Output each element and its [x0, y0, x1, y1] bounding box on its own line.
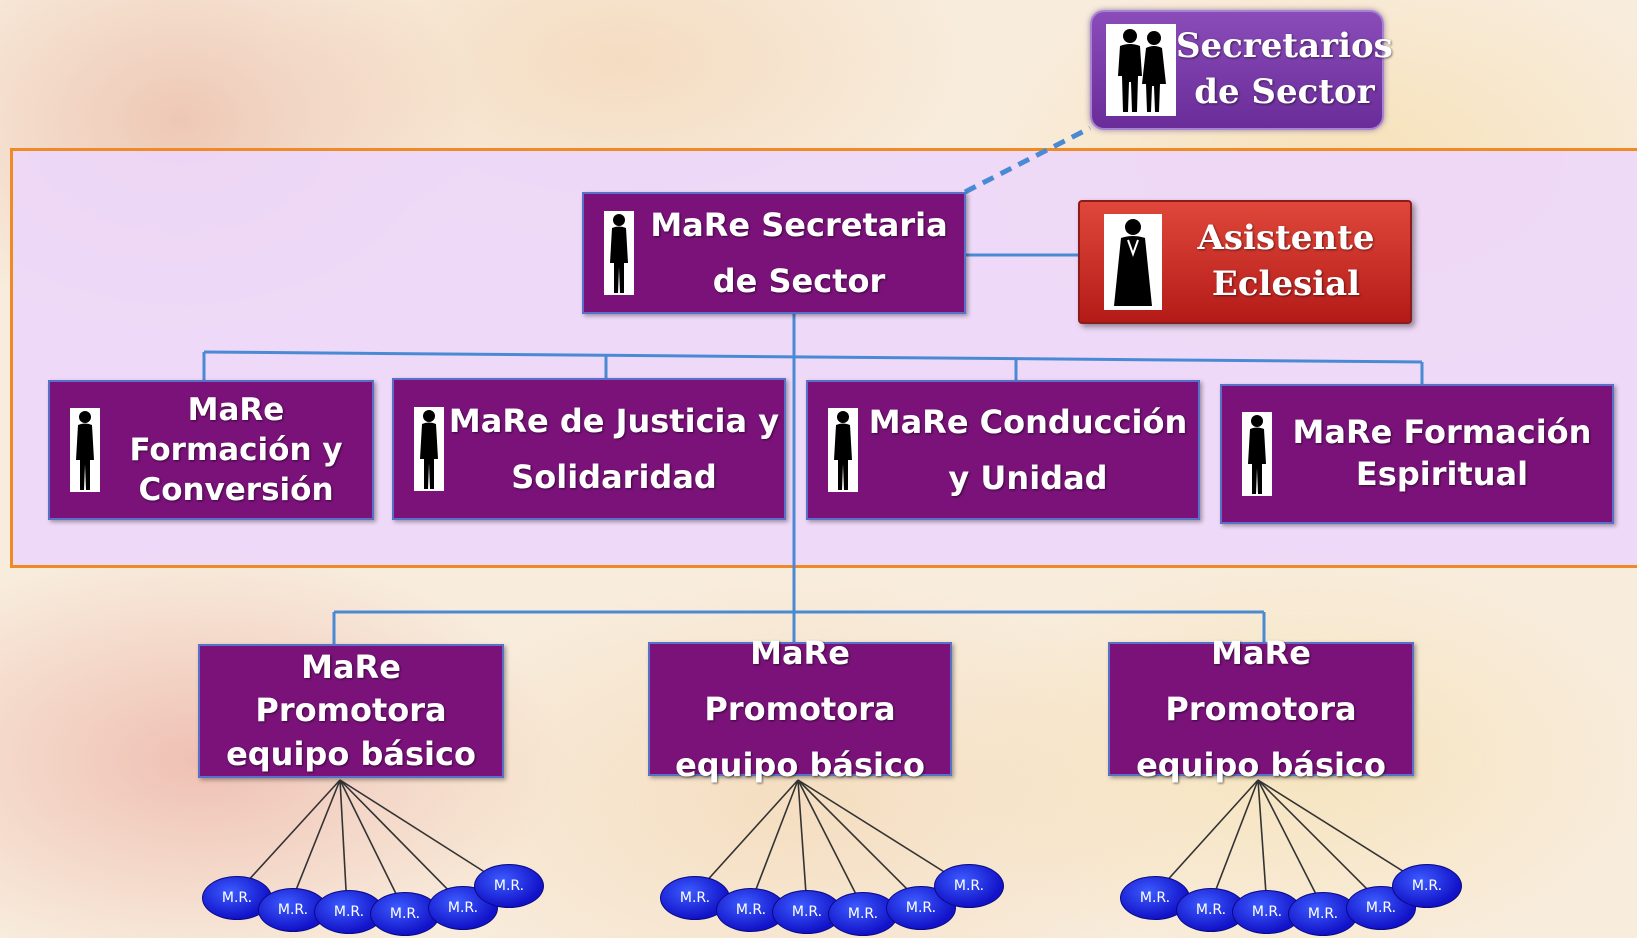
- role-2-line-1: MaRe de Justicia y: [448, 402, 780, 440]
- role-3-line-2: y Unidad: [948, 459, 1108, 497]
- member-lines-group-2: [693, 779, 966, 911]
- secretarios-line-1: Secretarios: [1176, 26, 1393, 67]
- dashed-link-secretarios: [963, 125, 1092, 195]
- couple-silhouette-icon: [1106, 24, 1176, 116]
- role-4-line-2: Espiritual: [1355, 455, 1529, 493]
- secretaria-de-sector-box: MaRe Secretaria de Sector: [582, 192, 966, 314]
- member-oval: M.R.: [934, 864, 1004, 908]
- asistente-eclesial-box: Asistente Eclesial: [1078, 200, 1412, 324]
- role-1-line-2: Formación y: [129, 431, 343, 468]
- asistente-line-1: Asistente: [1197, 218, 1375, 259]
- role-box-formacion-espiritual: MaRe Formación Espiritual: [1220, 384, 1614, 524]
- role-1-line-1: MaRe: [187, 391, 285, 428]
- role-box-justicia-solidaridad: MaRe de Justicia y Solidaridad: [392, 378, 786, 520]
- promotora-3-line-1: MaRe Promotora: [1165, 634, 1357, 728]
- role-4-line-1: MaRe Formación: [1292, 413, 1592, 452]
- woman-silhouette-icon: [70, 408, 100, 492]
- asistente-line-2: Eclesial: [1211, 264, 1361, 304]
- role-1-line-3: Conversión: [138, 472, 334, 509]
- priest-silhouette-icon: [1104, 214, 1162, 310]
- role-bus: [203, 350, 1423, 364]
- secretaria-line-1: MaRe Secretaria: [650, 206, 948, 244]
- member-oval: M.R.: [828, 892, 898, 936]
- woman-silhouette-icon: [1242, 412, 1272, 496]
- role-3-line-1: MaRe Conducción: [868, 403, 1188, 441]
- woman-silhouette-icon: [604, 211, 634, 295]
- promotora-2-line-1: MaRe Promotora: [704, 634, 896, 728]
- promotora-3-line-2: equipo básico: [1136, 746, 1386, 784]
- role-box-conduccion-unidad: MaRe Conducción y Unidad: [806, 380, 1200, 520]
- promotora-1-line-1: MaRe Promotora: [255, 648, 447, 730]
- promotora-box-2: MaRe Promotora equipo básico: [648, 634, 952, 784]
- member-oval: M.R.: [474, 864, 544, 908]
- promotora-box-3: MaRe Promotora equipo básico: [1108, 634, 1414, 784]
- promotora-2-line-2: equipo básico: [675, 746, 925, 784]
- member-oval: M.R.: [1288, 892, 1358, 936]
- promotora-1-line-2: equipo básico: [226, 734, 476, 773]
- role-box-formacion-conversion: MaRe Formación y Conversión: [48, 380, 374, 520]
- secretarios-line-2: de Sector: [1194, 72, 1375, 112]
- woman-silhouette-icon: [414, 407, 444, 491]
- secretaria-line-2: de Sector: [712, 262, 886, 300]
- woman-silhouette-icon: [828, 408, 858, 492]
- member-oval: M.R.: [1392, 864, 1462, 908]
- member-lines-group-1: [234, 779, 506, 911]
- role-2-line-2: Solidaridad: [511, 458, 717, 496]
- member-lines-group-3: [1153, 779, 1426, 911]
- promotora-box-1: MaRe Promotora equipo básico: [198, 644, 504, 778]
- secretarios-de-sector-box: Secretarios de Sector: [1090, 10, 1393, 130]
